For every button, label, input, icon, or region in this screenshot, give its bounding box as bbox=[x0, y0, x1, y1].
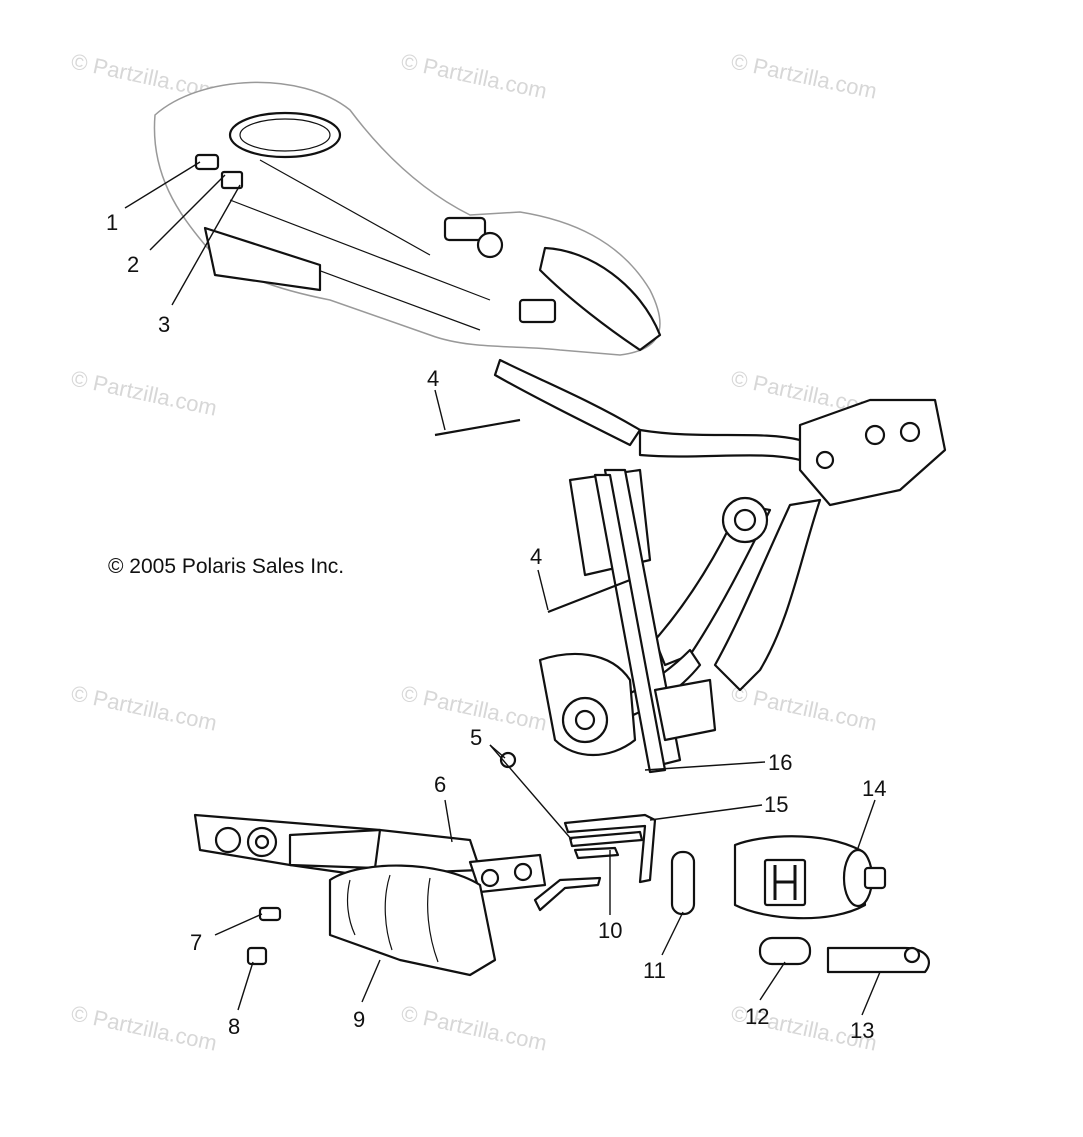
watermark: © Partzilla.com bbox=[399, 1000, 549, 1055]
watermark: © Partzilla.com bbox=[729, 680, 879, 735]
callout-15: 15 bbox=[764, 792, 788, 817]
grommet-7 bbox=[258, 906, 282, 922]
callout-16: 16 bbox=[768, 750, 792, 775]
frame-upper-ghost bbox=[153, 81, 662, 356]
callout-2: 2 bbox=[127, 252, 139, 277]
watermark: © Partzilla.com bbox=[399, 48, 549, 103]
watermark: © Partzilla.com bbox=[729, 48, 879, 103]
main-frame bbox=[493, 358, 947, 774]
callout-4-upper: 4 bbox=[427, 366, 439, 391]
callout-labels: 1 2 3 4 4 5 6 7 8 9 10 11 12 13 14 15 16 bbox=[106, 210, 886, 1043]
hose-13 bbox=[826, 946, 930, 974]
clip-2 bbox=[220, 170, 244, 190]
watermark: © Partzilla.com bbox=[69, 680, 219, 735]
callout-8: 8 bbox=[228, 1014, 240, 1039]
rod-4-upper bbox=[434, 418, 521, 437]
leader-lines bbox=[124, 161, 881, 1016]
callout-7: 7 bbox=[190, 930, 202, 955]
bolt-8 bbox=[246, 946, 268, 966]
callout-5: 5 bbox=[470, 725, 482, 750]
callout-4-lower: 4 bbox=[530, 544, 542, 569]
heat-shield-9 bbox=[328, 864, 497, 977]
callout-6: 6 bbox=[434, 772, 446, 797]
copyright-notice: © 2005 Polaris Sales Inc. bbox=[108, 555, 344, 578]
callout-14: 14 bbox=[862, 776, 886, 801]
callout-3: 3 bbox=[158, 312, 170, 337]
bolt-1 bbox=[194, 153, 220, 171]
hose-short bbox=[533, 876, 602, 912]
callout-12: 12 bbox=[745, 1004, 769, 1029]
hose-15 bbox=[563, 813, 657, 884]
callout-13: 13 bbox=[850, 1018, 874, 1043]
clamp-11 bbox=[670, 850, 696, 916]
hose-12 bbox=[758, 936, 812, 966]
callout-11: 11 bbox=[643, 958, 666, 983]
callout-10: 10 bbox=[598, 918, 622, 943]
nut-5 bbox=[499, 751, 517, 769]
callout-1: 1 bbox=[106, 210, 118, 235]
watermark: © Partzilla.com bbox=[69, 1000, 219, 1055]
rod-4-lower bbox=[547, 578, 631, 614]
callout-9: 9 bbox=[353, 1007, 365, 1032]
watermark: © Partzilla.com bbox=[69, 365, 219, 420]
lower-assembly bbox=[193, 813, 930, 977]
